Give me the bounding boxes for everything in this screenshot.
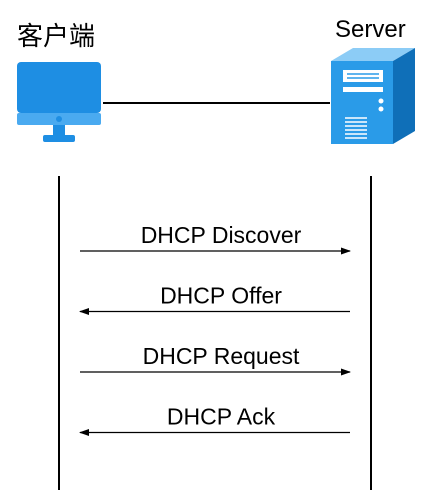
message-label: DHCP Offer — [160, 283, 282, 309]
server-slot — [343, 87, 383, 92]
server-label: Server — [335, 16, 406, 43]
server-led — [378, 98, 384, 104]
message-2: DHCP Offer — [79, 283, 350, 315]
monitor-base — [43, 135, 75, 142]
monitor-neck — [53, 125, 65, 135]
message-3: DHCP Request — [80, 343, 351, 376]
server-drive-bay — [343, 70, 383, 82]
message-4: DHCP Ack — [79, 404, 350, 436]
server-tower-icon — [331, 48, 415, 144]
server-top — [331, 48, 415, 61]
server-side — [393, 48, 415, 144]
message-label: DHCP Ack — [167, 404, 276, 430]
message-label: DHCP Request — [143, 343, 300, 369]
client-label: 客户端 — [17, 21, 95, 51]
monitor-icon — [17, 62, 101, 142]
message-label: DHCP Discover — [141, 222, 302, 248]
message-1: DHCP Discover — [80, 222, 351, 255]
monitor-screen — [17, 62, 101, 113]
server-vent-grille — [345, 117, 367, 139]
monitor-power-dot — [56, 116, 62, 122]
